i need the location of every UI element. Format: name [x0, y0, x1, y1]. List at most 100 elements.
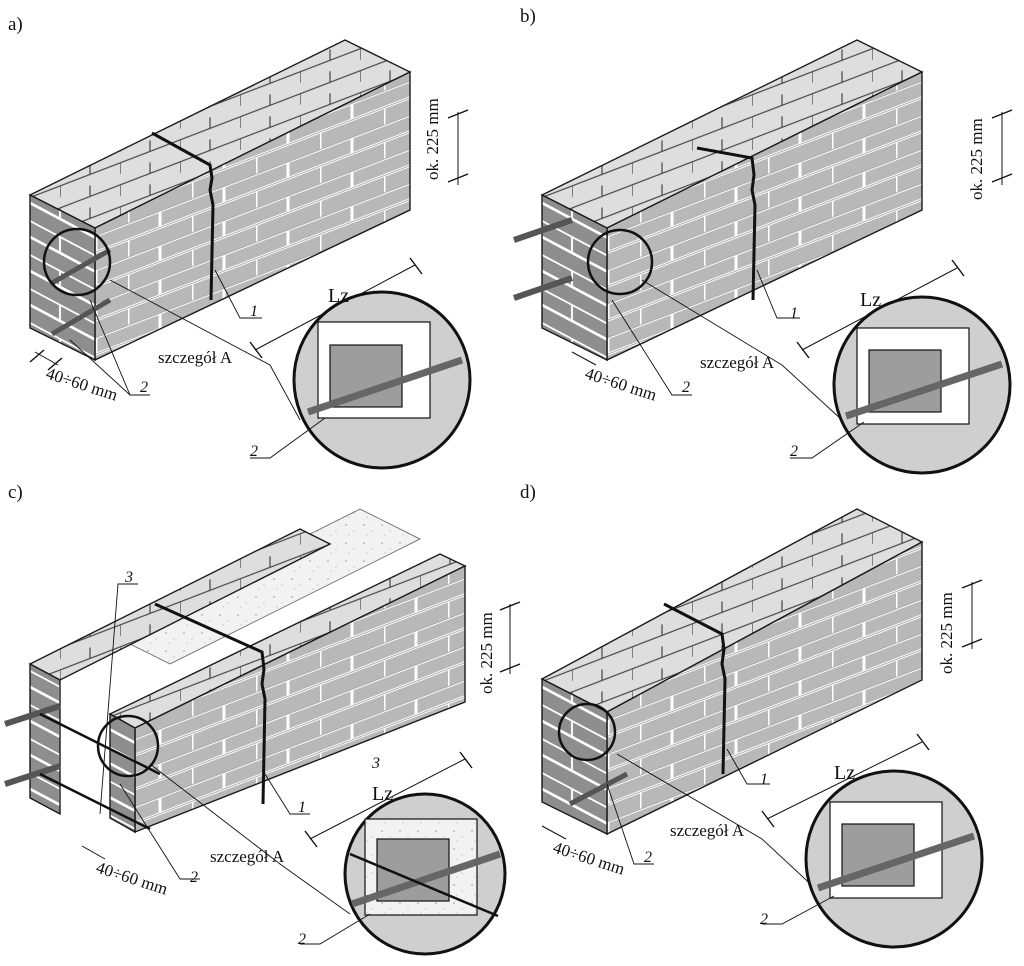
reinforcement-bar	[513, 217, 573, 243]
leader-line-1	[756, 269, 800, 319]
dim-tick	[991, 109, 1013, 119]
length-dimension-line	[766, 741, 923, 820]
detail-label: szczegół A	[670, 821, 745, 840]
dim-tick	[249, 341, 263, 359]
spacing-dim-line	[571, 351, 597, 366]
height-note: ok. 225 mm	[477, 612, 496, 694]
wall-end-face-2	[109, 712, 136, 834]
height-note: ok. 225 mm	[937, 592, 956, 674]
panel-d: d) ok. 225 mm 40÷60 mm Lz szczegół A 1 2…	[520, 482, 984, 949]
dim-tick	[459, 751, 473, 769]
leader-detail-2	[250, 417, 326, 459]
detail-marker-circle	[96, 714, 160, 778]
wall-end-face	[541, 193, 608, 362]
detail-marker-circle	[42, 227, 112, 297]
dim-tick	[47, 357, 63, 371]
detail-bar	[350, 850, 502, 908]
dim-tick	[29, 349, 45, 363]
dim-tick	[961, 638, 983, 648]
marker-2: 2	[682, 379, 690, 396]
dim-tick	[499, 601, 521, 611]
detail-label: szczegół A	[210, 847, 285, 866]
leader-detail-2	[762, 895, 835, 925]
leader-line-1	[214, 269, 262, 319]
reinforcement-bar	[4, 703, 61, 727]
reinforcement-bar	[50, 297, 112, 337]
leader-line-1	[726, 748, 770, 785]
reinforcement-bar	[50, 247, 112, 286]
marker-1: 1	[250, 303, 258, 320]
leader-detail-2	[790, 421, 865, 459]
vertical-joint-line	[696, 146, 757, 301]
detail-marker-circle	[586, 228, 654, 296]
detail-label: szczegół A	[158, 348, 233, 367]
vertical-joint-line	[663, 602, 727, 775]
dim-tick	[916, 733, 930, 751]
marker-1: 1	[790, 305, 798, 322]
length-label: Lz	[372, 783, 393, 805]
dim-tick	[447, 109, 469, 119]
leader-line-1	[264, 773, 310, 815]
dim-tick	[961, 579, 983, 589]
length-dimension-line	[309, 758, 466, 840]
length-label: Lz	[328, 285, 349, 307]
length-label: Lz	[834, 762, 855, 784]
vertical-joint-line	[154, 602, 267, 805]
spacing-dim-line	[81, 845, 106, 860]
marker-1: 1	[298, 799, 306, 816]
height-note: ok. 225 mm	[967, 118, 986, 200]
tie-line	[39, 772, 151, 831]
height-note: ok. 225 mm	[423, 98, 442, 180]
leader-line-2	[611, 299, 692, 396]
leader-detail-2	[300, 913, 371, 945]
detail-bar	[816, 832, 976, 892]
spacing-note: 40÷60 mm	[583, 364, 659, 405]
spacing-note: 40÷60 mm	[94, 858, 170, 899]
detail-tie	[349, 852, 499, 918]
panel-label: a)	[8, 14, 23, 35]
leader-line-2b	[69, 339, 131, 396]
tie-line	[39, 712, 161, 776]
detail-bar	[844, 360, 1004, 420]
panel-label: c)	[8, 482, 23, 503]
spacing-note: 40÷60 mm	[44, 364, 120, 405]
wall-end-face	[29, 662, 61, 816]
leader-line-3	[99, 583, 138, 815]
spacing-dim-line	[541, 825, 567, 840]
marker-3-detail: 3	[371, 755, 380, 772]
dim-tick	[499, 663, 521, 673]
dim-tick	[951, 259, 965, 277]
panel-label: d)	[520, 482, 536, 503]
reinforcement-bar	[568, 771, 629, 807]
leader-detail	[641, 279, 843, 421]
marker-2: 2	[140, 379, 148, 396]
detail-bar	[306, 356, 464, 416]
leader-line-2	[119, 783, 200, 880]
marker-2-detail: 2	[790, 443, 798, 460]
panel-c: c) ok. 225 mm 40÷60 mm Lz szczegół A 1 2…	[4, 482, 521, 956]
panel-a: a) ok. 225 mm 40÷60 mm Lz szczegół A 1 2…	[8, 14, 472, 470]
leader-line-2	[606, 783, 654, 865]
detail-brick-end	[329, 344, 403, 408]
panel-label: b)	[520, 6, 536, 27]
dim-tick	[761, 810, 775, 828]
reinforcement-bar	[513, 275, 573, 301]
panel-b: b) ok. 225 mm 40÷60 mm Lz szczegół A 1 2…	[513, 6, 1013, 475]
vertical-joint-line	[151, 131, 215, 301]
dim-tick	[447, 173, 469, 183]
marker-2-detail: 2	[250, 443, 258, 460]
detail-marker-circle	[557, 702, 617, 762]
marker-2-detail: 2	[298, 931, 306, 948]
dim-tick	[796, 341, 810, 359]
leader-detail	[109, 279, 301, 421]
marker-2-detail: 2	[760, 911, 768, 928]
dim-tick	[991, 173, 1013, 183]
detail-label: szczegół A	[700, 353, 775, 372]
spacing-note: 40÷60 mm	[551, 838, 627, 879]
leader-detail	[149, 763, 351, 915]
dim-tick	[409, 257, 423, 275]
length-label: Lz	[860, 289, 881, 311]
marker-1: 1	[760, 771, 768, 788]
reinforcement-bar	[4, 763, 61, 787]
